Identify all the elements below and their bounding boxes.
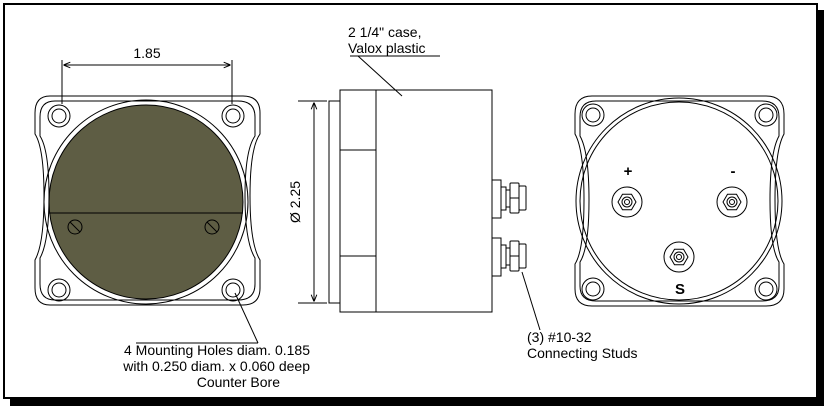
side-stud-lower xyxy=(491,237,527,277)
front-view: 1.85 xyxy=(34,45,261,344)
terminal-plus-stud xyxy=(611,186,643,218)
terminal-minus-label: - xyxy=(731,163,736,180)
side-stud-upper xyxy=(491,179,527,219)
rear-case-ring-inner xyxy=(579,101,779,301)
width-dim-label: 1.85 xyxy=(133,45,160,61)
mounting-hole-tl xyxy=(47,104,71,128)
case-label-line2: Valox plastic xyxy=(348,40,426,56)
rear-view: + - S xyxy=(574,95,785,307)
rear-flange-inner xyxy=(579,100,780,302)
mounting-note-line3: Counter Bore xyxy=(197,374,280,390)
terminal-s-stud xyxy=(663,241,695,273)
diam-dim-label: Ø 2.25 xyxy=(287,181,303,223)
dial-face xyxy=(48,104,244,300)
mounting-note-leader xyxy=(234,292,259,344)
rear-mounting-hole-br xyxy=(754,277,778,301)
studs-note-leader xyxy=(521,271,541,331)
rear-flange-outer xyxy=(574,95,785,307)
mounting-note-line2: with 0.250 diam. x 0.060 deep xyxy=(122,358,310,374)
studs-note-line1: (3) #10-32 xyxy=(527,329,592,345)
mounting-hole-bl xyxy=(47,278,71,302)
mounting-hole-tr xyxy=(221,104,245,128)
front-flange-outer xyxy=(34,95,261,306)
case-label-line1: 2 1/4" case, xyxy=(348,24,421,40)
rear-mounting-hole-tr xyxy=(754,103,778,127)
rear-mounting-hole-tl xyxy=(581,103,605,127)
studs-note-line2: Connecting Studs xyxy=(527,345,638,361)
side-view: Ø 2.25 2 1/4" case, Valox plastic xyxy=(287,24,541,331)
terminal-minus-stud xyxy=(716,186,748,218)
rear-case-ring-outer xyxy=(575,97,783,305)
notes: 4 Mounting Holes diam. 0.185 with 0.250 … xyxy=(122,329,637,390)
mounting-hole-br xyxy=(221,278,245,302)
zero-adjust-screw-left xyxy=(67,219,83,235)
rear-mounting-hole-bl xyxy=(581,277,605,301)
zero-adjust-screw-right xyxy=(204,219,220,235)
mounting-note-line1: 4 Mounting Holes diam. 0.185 xyxy=(124,342,310,358)
case-label-leader xyxy=(357,55,403,97)
terminal-plus-label: + xyxy=(624,163,633,180)
front-bezel-ring xyxy=(43,99,249,305)
terminal-s-label: S xyxy=(675,281,685,298)
